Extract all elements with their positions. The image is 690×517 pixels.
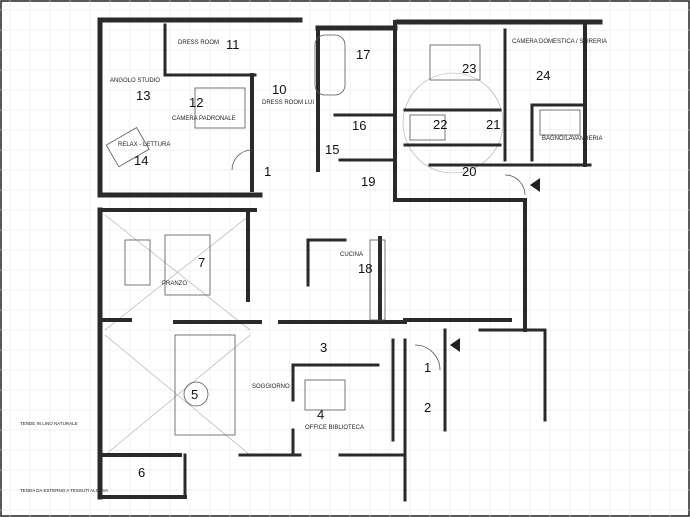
room-number: 13 [136, 88, 150, 103]
room-number: 3 [320, 340, 327, 355]
furniture [105, 34, 581, 436]
room-number: 14 [134, 153, 148, 168]
room-number: 24 [536, 68, 550, 83]
room-number: 21 [486, 117, 500, 132]
annotation: TENDA DA ESTERNO A TESSUTI ALCOVA [20, 488, 108, 493]
room-number: 7 [198, 255, 205, 270]
room-name: DRESS ROOM LUI [262, 100, 314, 106]
room-number: 20 [462, 164, 476, 179]
room-name: CUCINA [340, 252, 363, 258]
room-name: DRESS ROOM [178, 40, 219, 46]
room-name: CAMERA PADRONALE [172, 116, 236, 122]
room-labels: 1 1 2 3 4 OFFICE BIBLIOTECA 5 SOGGIORNO … [20, 37, 607, 493]
room-number: 1 [424, 360, 431, 375]
room-number: 10 [272, 82, 286, 97]
room-name: BAGNO/LAVANDERIA [542, 136, 602, 142]
room-number: 12 [189, 95, 203, 110]
room-number: 23 [462, 61, 476, 76]
room-number: 11 [226, 37, 240, 52]
room-name: SOGGIORNO [252, 384, 290, 390]
room-number: 1 [264, 164, 271, 179]
entrance-arrow-icon [530, 178, 540, 192]
room-number: 17 [356, 47, 370, 62]
room-name: ANGOLO STUDIO [110, 78, 160, 84]
room-name: RELAX - LETTURA [118, 142, 170, 148]
room-number: 22 [433, 117, 447, 132]
room-name: OFFICE BIBLIOTECA [305, 425, 364, 431]
entrance-arrow-icon [450, 338, 460, 352]
room-name: PRANZO [162, 281, 187, 287]
annotation: TENDE IN LINO NATURALE [20, 421, 78, 426]
room-name: CAMERA DOMESTICA / STIRERIA [512, 39, 607, 45]
room-number: 16 [352, 118, 366, 133]
room-number: 2 [424, 400, 431, 415]
room-number: 6 [138, 465, 145, 480]
room-number: 4 [317, 407, 324, 422]
room-number: 18 [358, 261, 372, 276]
room-number: 15 [325, 142, 339, 157]
room-number: 5 [191, 387, 198, 402]
room-number: 19 [361, 174, 375, 189]
walls [97, 17, 603, 502]
